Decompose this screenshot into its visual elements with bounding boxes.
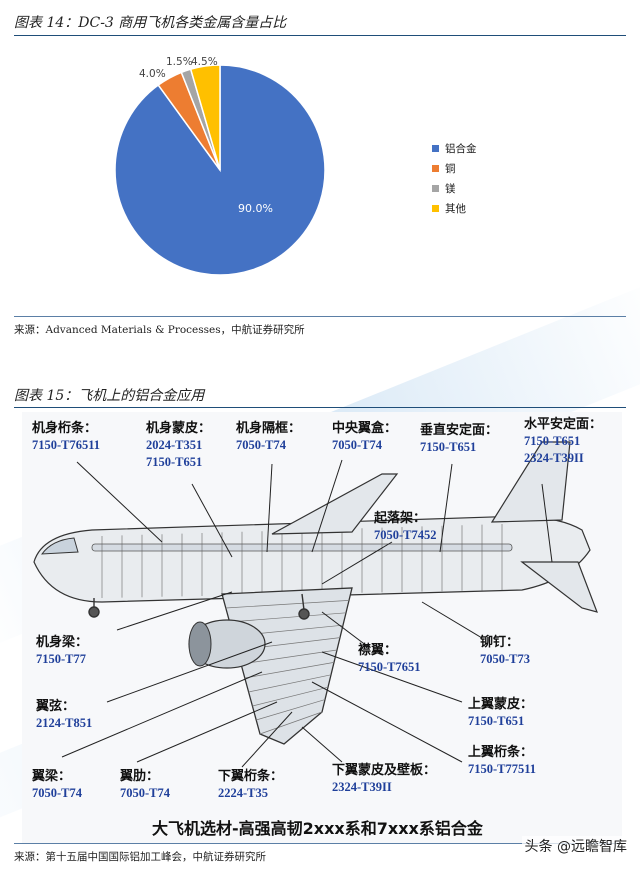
callout-lower-wing-skin-panel: 下翼蒙皮及壁板： 2324-T39II — [332, 762, 436, 796]
figure14-top-rule — [14, 35, 626, 36]
callout-value: 7050-T73 — [480, 652, 530, 666]
figure14-bottom-rule — [14, 316, 626, 317]
legend-swatch — [432, 204, 439, 212]
callout-horizontal-stabilizer: 水平安定面： 7150-T651 2324-T39II — [524, 416, 602, 467]
callout-value: 2224-T35 — [218, 786, 268, 800]
callout-wing-spar: 翼梁： 7050-T74 — [32, 768, 82, 802]
callout-name: 翼弦： — [36, 699, 76, 714]
callout-name: 翼梁： — [32, 769, 72, 784]
callout-value: 7150-T651 — [468, 714, 525, 728]
callout-name: 中央翼盒： — [332, 421, 398, 436]
callout-upper-wing-skin: 上翼蒙皮： 7150-T651 — [468, 696, 533, 730]
cockpit-window — [40, 537, 79, 555]
callout-value: 7050-T74 — [332, 438, 382, 452]
callout-name: 机身蒙皮： — [146, 421, 212, 436]
callout-vertical-stabilizer: 垂直安定面： 7150-T651 — [420, 422, 498, 456]
callout-landing-gear: 起落架： 7050-T7452 — [374, 510, 437, 544]
callout-wing-rib: 翼肋： 7050-T74 — [120, 768, 170, 802]
horizontal-stabilizer-shape — [520, 561, 598, 613]
callout-value: 7050-T7452 — [374, 528, 437, 542]
callout-value: 7150-T651 — [420, 440, 477, 454]
callout-leaders — [61, 459, 553, 768]
callout-value: 7150-T7651 — [358, 660, 421, 674]
callout-name: 机身隔框： — [236, 421, 302, 436]
callout-flap: 襟翼： 7150-T7651 — [358, 642, 421, 676]
legend-label: 铝合金 — [445, 142, 477, 155]
pie-slice-other — [189, 64, 221, 171]
callout-upper-wing-stringer: 上翼桁条： 7150-T77511 — [468, 744, 536, 778]
vertical-stabilizer-shape — [490, 441, 571, 523]
slice-label-magnesium: 1.5% — [166, 56, 193, 68]
engine-intake — [188, 621, 212, 667]
callout-value: 2324-T39II — [524, 451, 584, 465]
callout-value: 7150-T77 — [36, 652, 86, 666]
callout-value: 2324-T39II — [332, 780, 392, 794]
callout-name: 上翼桁条： — [468, 745, 534, 760]
slice-label-copper: 4.0% — [139, 68, 166, 80]
far-wing-shape — [271, 473, 399, 535]
legend-item-magnesium: 镁 — [432, 178, 477, 198]
callout-name: 水平安定面： — [524, 417, 603, 432]
callout-name: 上翼蒙皮： — [468, 697, 534, 712]
callout-value: 7150-T77511 — [468, 762, 537, 776]
legend-swatch — [432, 144, 439, 152]
watermark: 头条 @远瞻智库 — [521, 836, 630, 856]
callout-value: 7150-T651 — [146, 455, 203, 469]
callout-name: 下翼蒙皮及壁板： — [332, 763, 437, 778]
callout-value: 7050-T74 — [32, 786, 82, 800]
callout-name: 翼肋： — [120, 769, 160, 784]
figure15-source: 来源：第十五届中国国际铝加工峰会，中航证券研究所 — [14, 851, 266, 863]
callout-center-wing-box: 中央翼盒： 7050-T74 — [332, 420, 397, 454]
slice-label-aluminum: 90.0% — [238, 202, 273, 215]
callout-value: 7050-T74 — [120, 786, 170, 800]
callout-value: 2124-T851 — [36, 716, 93, 730]
callout-fuselage-skin: 机身蒙皮： 2024-T351 7150-T651 — [146, 420, 211, 471]
legend-item-aluminum: 铝合金 — [432, 138, 477, 158]
slice-label-other: 4.5% — [191, 56, 218, 68]
figure15-title: 图表 15：飞机上的铝合金应用 — [14, 388, 205, 404]
pie-legend: 铝合金 铜 镁 其他 — [432, 138, 477, 218]
legend-label: 其他 — [445, 202, 466, 215]
landing-gear — [88, 593, 310, 620]
legend-label: 铜 — [445, 162, 456, 175]
legend-item-other: 其他 — [432, 198, 477, 218]
figure15-top-rule — [14, 407, 626, 408]
callout-value: 7050-T74 — [236, 438, 286, 452]
callout-name: 铆钉： — [480, 635, 520, 650]
figure14-source: 来源：Advanced Materials & Processes，中航证券研究… — [14, 324, 305, 336]
legend-label: 镁 — [445, 182, 456, 195]
callout-value: 7150-T76511 — [32, 438, 101, 452]
callout-fuselage-frame: 机身隔框： 7050-T74 — [236, 420, 301, 454]
callout-name: 下翼桁条： — [218, 769, 284, 784]
callout-fuselage-beam: 机身梁： 7150-T77 — [36, 634, 88, 668]
callout-name: 起落架： — [374, 511, 427, 526]
callout-lower-wing-stringer: 下翼桁条： 2224-T35 — [218, 768, 283, 802]
diagram-banner: 大飞机选材-高强高韧2xxx系和7xxx系铝合金 — [152, 819, 483, 838]
callout-name: 机身桁条： — [32, 421, 98, 436]
callout-name: 垂直安定面： — [420, 423, 499, 438]
figure15-bottom-rule — [14, 843, 626, 844]
callout-name: 襟翼： — [358, 643, 398, 658]
callout-value: 7150-T651 — [524, 434, 581, 448]
callout-wing-chord: 翼弦： 2124-T851 — [36, 698, 92, 732]
fuselage-shape — [33, 515, 591, 603]
callout-fuselage-stringer: 机身桁条： 7150-T76511 — [32, 420, 100, 454]
legend-swatch — [432, 164, 439, 172]
legend-swatch — [432, 184, 439, 192]
callout-name: 机身梁： — [36, 635, 89, 650]
aircraft-diagram: 机身桁条： 7150-T76511 机身蒙皮： 2024-T351 7150-T… — [22, 412, 622, 844]
pie-chart — [114, 64, 326, 276]
legend-item-copper: 铜 — [432, 158, 477, 178]
callout-value: 2024-T351 — [146, 438, 203, 452]
figure14-title: 图表 14：DC-3 商用飞机各类金属含量占比 — [14, 15, 287, 31]
aircraft-illustration — [33, 441, 598, 768]
callout-rivet: 铆钉： 7050-T73 — [480, 634, 530, 668]
